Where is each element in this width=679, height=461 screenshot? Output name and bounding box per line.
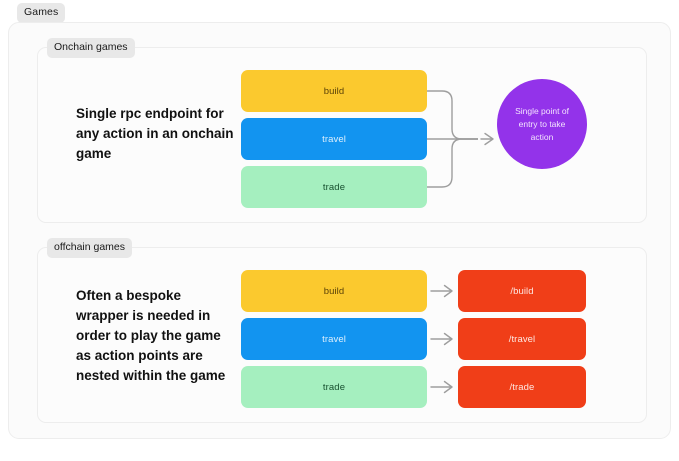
onchain-description: Single rpc endpoint for any action in an… bbox=[76, 106, 234, 161]
connector-trade-to-hub bbox=[427, 138, 478, 188]
connector-build-to-hub bbox=[427, 90, 478, 140]
onchain-hub-node[interactable]: Single point of entry to take action bbox=[497, 79, 587, 169]
offchain-endpoint-build[interactable]: /build bbox=[458, 270, 586, 312]
onchain-action-travel[interactable]: travel bbox=[241, 118, 427, 160]
offchain-description: Often a bespoke wrapper is needed in ord… bbox=[76, 288, 226, 383]
offchain-endpoint-build-label: /build bbox=[510, 285, 534, 297]
offchain-endpoint-travel[interactable]: /travel bbox=[458, 318, 586, 360]
offchain-action-trade-label: trade bbox=[322, 381, 346, 393]
offchain-endpoint-trade[interactable]: /trade bbox=[458, 366, 586, 408]
offchain-action-travel[interactable]: travel bbox=[241, 318, 427, 360]
onchain-action-build[interactable]: build bbox=[241, 70, 427, 112]
offchain-action-build-label: build bbox=[323, 285, 345, 297]
onchain-action-trade-label: trade bbox=[322, 181, 346, 193]
connector-trade-arrow-icon bbox=[430, 380, 453, 394]
offchain-action-build[interactable]: build bbox=[241, 270, 427, 312]
offchain-endpoint-travel-label: /travel bbox=[508, 333, 536, 345]
section-offchain-games: offchain games Often a bespoke wrapper i… bbox=[37, 238, 647, 423]
onchain-action-build-label: build bbox=[323, 85, 345, 97]
section-chip-offchain: offchain games bbox=[47, 238, 133, 258]
connector-build-arrow-icon bbox=[430, 284, 453, 298]
section-chip-onchain: Onchain games bbox=[47, 38, 135, 58]
section-onchain-games: Onchain games Single rpc endpoint for an… bbox=[37, 38, 647, 223]
games-chip: Games bbox=[17, 3, 66, 23]
offchain-endpoint-trade-label: /trade bbox=[509, 381, 535, 393]
onchain-action-trade[interactable]: trade bbox=[241, 166, 427, 208]
diagram-outer-card: Onchain games Single rpc endpoint for an… bbox=[8, 22, 671, 439]
onchain-action-travel-label: travel bbox=[322, 133, 346, 145]
connector-arrowhead-icon bbox=[480, 132, 494, 146]
connector-travel-arrow-icon bbox=[430, 332, 453, 346]
offchain-action-trade[interactable]: trade bbox=[241, 366, 427, 408]
onchain-hub-label: Single point of entry to take action bbox=[515, 105, 569, 142]
offchain-action-travel-label: travel bbox=[322, 333, 346, 345]
